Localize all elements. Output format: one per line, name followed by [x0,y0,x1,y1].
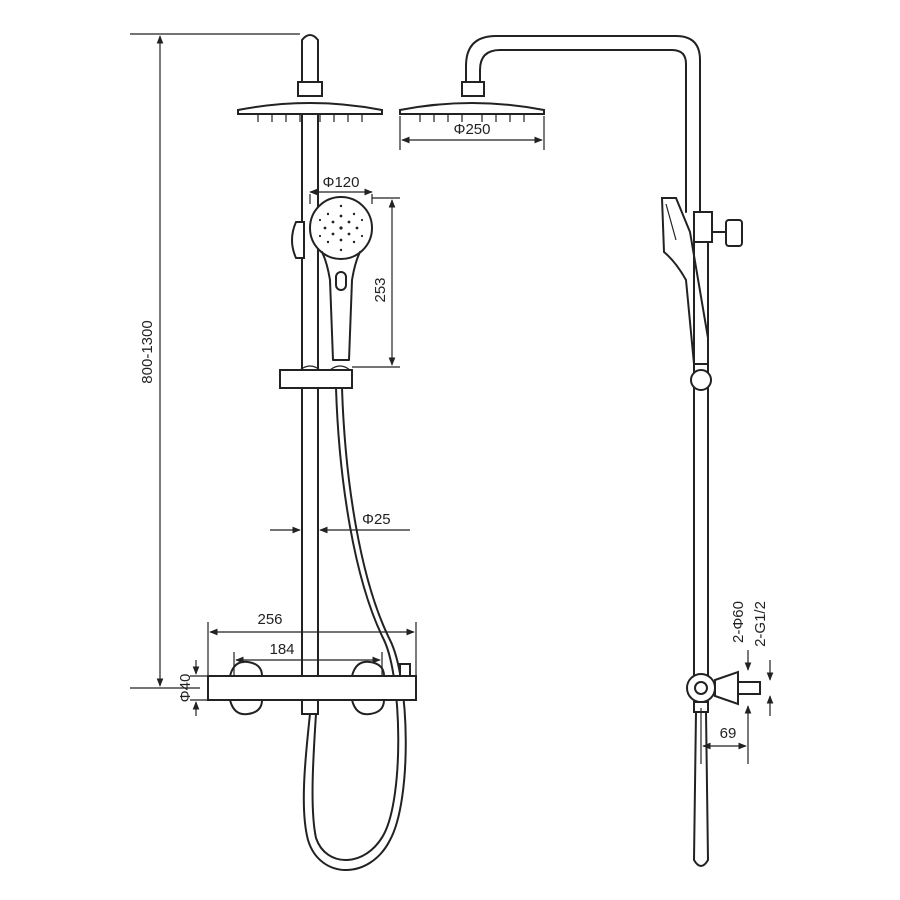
head-nozzles-front [257,114,363,122]
diverter-knob [399,663,411,677]
rail-diameter-label: Φ25 [362,511,391,528]
side-holder [693,211,713,243]
head-nozzles-side [419,114,525,122]
shower-head-front [237,102,383,115]
left-handle-bottom [229,699,263,716]
hand-holder [291,221,305,259]
front-view: 800-1300 [130,33,417,871]
left-handle-top [229,660,263,677]
height-range-label: 800-1300 [139,320,156,383]
side-hose [693,711,709,867]
side-slide-clamp [690,369,712,391]
body-width-label: 256 [257,611,282,628]
right-handle-bottom [351,699,385,716]
thread-fitting [737,681,761,695]
head-connector [297,81,323,97]
hand-shower-handle [321,251,361,361]
offset-label: 69 [720,725,737,742]
hand-side-face [665,203,677,241]
gooseneck-inner [479,49,687,213]
hand-shower-spray-dots [318,204,364,252]
hand-diameter-label: Φ120 [323,174,360,191]
side-holder-knob [725,219,743,247]
eccentric-connector [714,670,739,706]
mixer-body [207,675,417,701]
hose [302,387,407,871]
hose-outlet [301,699,319,715]
side-head-connector [461,81,485,97]
slide-clamp-knobs [299,365,351,371]
centers-label: 184 [269,641,294,658]
right-handle-top [351,660,385,677]
slide-clamp [279,369,353,389]
eccentric-diameter-label: 2-Φ60 [730,601,747,643]
hand-shower-button [335,271,347,291]
side-view: Φ250 2-Φ60 2-G1/2 69 [399,35,774,867]
body-diameter-label: Φ40 [177,674,194,703]
hose-inner [311,387,400,861]
side-mixer-center [694,681,708,695]
hand-height-label: 253 [372,277,389,302]
gooseneck-outer [465,35,701,213]
shower-head-side [399,102,545,115]
head-diameter-label: Φ250 [454,121,491,138]
top-riser-pipe [301,34,319,89]
thread-label: 2-G1/2 [752,601,769,647]
hand-shower-side [660,197,709,365]
